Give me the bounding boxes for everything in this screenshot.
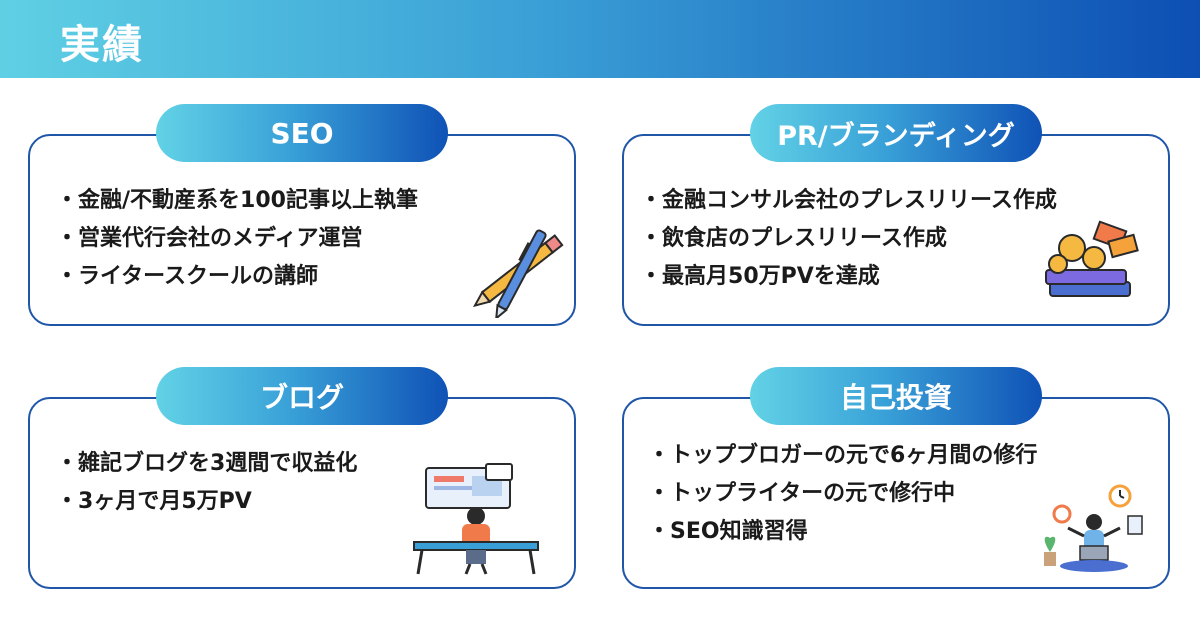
card-pr-branding-list: 金融コンサル会社のプレスリリース作成 飲食店のプレスリリース作成 最高月50万P… xyxy=(640,182,1057,296)
header-banner: 実績 xyxy=(0,0,1200,78)
card-blog-list: 雑記ブログを3週間で収益化 3ヶ月で月5万PV xyxy=(56,445,357,521)
list-item: 雑記ブログを3週間で収益化 xyxy=(56,445,357,483)
list-item: トップブロガーの元で6ヶ月間の修行 xyxy=(648,437,1037,475)
card-blog-title: ブログ xyxy=(156,367,448,425)
page-title: 実績 xyxy=(60,22,144,68)
desk-worker-icon xyxy=(413,463,539,575)
list-item: 3ヶ月で月5万PV xyxy=(56,483,357,521)
list-item: 金融コンサル会社のプレスリリース作成 xyxy=(640,182,1057,220)
card-seo-title: SEO xyxy=(156,104,448,162)
list-item: 営業代行会社のメディア運営 xyxy=(56,220,418,258)
meditating-person-icon xyxy=(1044,484,1143,572)
money-books-icon xyxy=(1045,220,1139,297)
card-seo-list: 金融/不動産系を100記事以上執筆 営業代行会社のメディア運営 ライタースクール… xyxy=(56,182,418,296)
list-item: 飲食店のプレスリリース作成 xyxy=(640,220,1057,258)
list-item: トップライターの元で修行中 xyxy=(648,475,1037,513)
pen-pencil-icon xyxy=(472,229,564,318)
card-self-investment-title: 自己投資 xyxy=(750,367,1042,425)
card-self-investment-list: トップブロガーの元で6ヶ月間の修行 トップライターの元で修行中 SEO知識習得 xyxy=(648,437,1037,551)
list-item: 金融/不動産系を100記事以上執筆 xyxy=(56,182,418,220)
list-item: SEO知識習得 xyxy=(648,513,1037,551)
list-item: ライタースクールの講師 xyxy=(56,258,418,296)
card-pr-branding-title: PR/ブランディング xyxy=(750,104,1042,162)
list-item: 最高月50万PVを達成 xyxy=(640,258,1057,296)
